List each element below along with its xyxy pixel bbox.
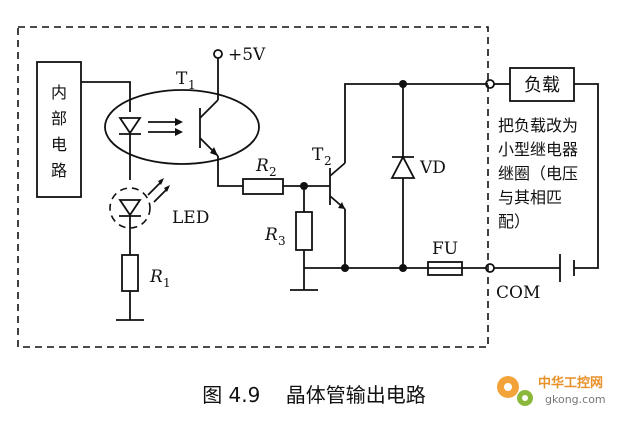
opto-led — [118, 117, 142, 180]
supply-terminal — [213, 49, 223, 59]
internal-circuit-box — [36, 61, 82, 198]
r3-label: R — [264, 225, 278, 245]
watermark-site-name: 中华工控网 — [538, 375, 603, 391]
r2-subscript: 2 — [269, 165, 277, 179]
junction-vd-top — [399, 80, 407, 88]
r3-subscript: 3 — [278, 234, 286, 248]
note-line-2: 小型继电器 — [498, 140, 578, 159]
wire-internal-to-led — [81, 81, 131, 112]
light-arrows — [148, 118, 183, 136]
note-line-1: 把负载改为 — [498, 116, 578, 135]
led-indicator-outline — [109, 187, 151, 229]
note-line-5: 配） — [498, 212, 530, 231]
resistor-r2 — [242, 178, 284, 195]
t1-subscript: 1 — [188, 78, 196, 92]
internal-circuit-char-1: 内 — [51, 83, 67, 102]
note-line-4: 与其相匹 — [498, 188, 562, 207]
resistor-r1 — [121, 254, 139, 292]
wire-load-return — [574, 83, 599, 269]
led-label: LED — [172, 208, 209, 228]
load-label: 负载 — [524, 75, 560, 96]
module-boundary — [17, 26, 489, 348]
diode-vd — [390, 84, 416, 268]
supply-label: +5V — [228, 45, 266, 65]
transistor-t2 — [329, 83, 488, 268]
t1-label: T — [176, 69, 188, 89]
t2-label: T — [312, 145, 324, 165]
figure-caption: 图 4.9 晶体管输出电路 — [202, 383, 426, 407]
t2-subscript: 2 — [324, 154, 332, 168]
r2-label: R — [255, 156, 269, 176]
r1-label: R — [149, 267, 163, 287]
junction-emitter — [341, 264, 349, 272]
fu-label: FU — [432, 239, 458, 259]
junction-vd-bottom — [399, 264, 407, 272]
watermark-site-url: gkong.com — [545, 393, 606, 406]
resistor-r3 — [295, 211, 313, 251]
internal-circuit-char-4: 路 — [51, 161, 67, 180]
watermark: 中华工控网 gkong.com — [497, 375, 606, 406]
note-line-3: 继圈（电压 — [498, 164, 578, 183]
phototransistor-t1 — [199, 58, 243, 187]
vd-label: VD — [419, 158, 446, 178]
com-label: COM — [496, 283, 540, 303]
optocoupler-outline — [104, 89, 260, 165]
internal-circuit-char-3: 电 — [51, 135, 67, 154]
led-indicator — [118, 178, 170, 217]
internal-circuit-char-2: 部 — [51, 109, 67, 128]
r1-subscript: 1 — [163, 276, 171, 290]
